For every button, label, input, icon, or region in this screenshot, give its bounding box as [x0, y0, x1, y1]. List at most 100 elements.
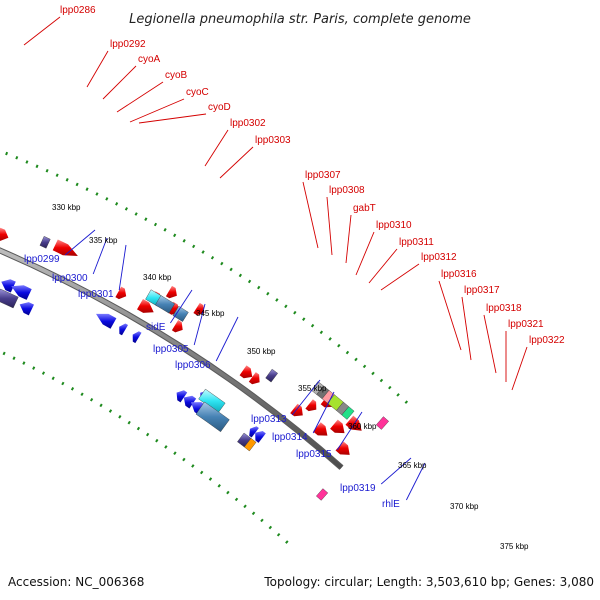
forward-gene-label: lpp0302: [230, 118, 266, 129]
label-leader-line: [355, 231, 375, 276]
forward-gene-arrow: [0, 227, 9, 241]
label-leader-line: [118, 244, 127, 291]
forward-gene-label: cyoD: [208, 102, 231, 113]
accession-text: Accession: NC_006368: [8, 575, 144, 589]
forward-gene-arrow: [165, 285, 177, 299]
scale-tick-label: 365 kbp: [398, 461, 427, 470]
label-leader-line: [438, 280, 462, 351]
reverse-gene-label: lpp0319: [340, 483, 376, 494]
forward-gene-arrow: [115, 286, 127, 300]
scale-tick-label: 355 kbp: [298, 384, 327, 393]
feature-block-magenta: [375, 416, 389, 430]
label-leader-line: [312, 391, 335, 434]
reverse-feature-block: [0, 288, 19, 309]
label-leader-line: [219, 146, 254, 179]
forward-gene-arrow: [52, 239, 78, 256]
tracks-layer: [0, 149, 413, 545]
label-leader-line: [405, 462, 426, 501]
scale-tick-label: 360 kbp: [348, 422, 377, 431]
label-leader-line: [215, 316, 239, 362]
gabT-steel-block: [155, 295, 175, 314]
forward-gene-label: cyoA: [138, 54, 161, 65]
forward-gene-label: gabT: [353, 203, 376, 214]
forward-gene-label: lpp0316: [441, 269, 477, 280]
reverse-gene-arrow: [1, 279, 16, 293]
scale-tick-label: 375 kbp: [500, 542, 529, 551]
label-leader-line: [92, 237, 108, 275]
label-leader-line: [326, 196, 333, 256]
topology-text: Topology: circular; Length: 3,503,610 bp…: [263, 575, 594, 589]
forward-gene-arrow: [330, 419, 345, 434]
reverse-gene-arrow: [255, 431, 266, 443]
label-leader-line: [23, 16, 61, 46]
forward-gene-label: lpp0312: [421, 252, 457, 263]
reverse-gene-arrow: [249, 426, 259, 438]
label-leader-line: [204, 129, 229, 167]
gene-labels-layer: lpp0286lpp0292cyoAcyoBcyoCcyoDlpp0302lpp…: [24, 5, 565, 510]
scale-tick-label: 345 kbp: [196, 309, 225, 318]
feature-block-teal: [341, 406, 355, 420]
forward-gene-label: lpp0303: [255, 135, 291, 146]
label-leader-line: [511, 346, 528, 391]
reverse-gene-label: lpp0314: [272, 432, 308, 443]
forward-gene-arrow: [193, 302, 205, 316]
reverse-gene-arrow: [132, 331, 142, 344]
reverse-gene-arrow: [119, 323, 128, 336]
label-leader-line: [345, 214, 352, 264]
label-leader-line: [129, 98, 185, 123]
label-leader-line: [380, 457, 412, 485]
reverse-steel-block: [195, 401, 230, 433]
feature-block: [265, 368, 278, 383]
reverse-gene-arrow: [19, 302, 34, 316]
label-leader-line: [291, 379, 321, 416]
feature-block: [172, 305, 189, 322]
forward-gene-label: cyoC: [186, 87, 209, 98]
genome-backbone: [0, 248, 343, 470]
reverse-gene-arrow: [96, 313, 117, 329]
reverse-feature-block-magenta: [316, 488, 329, 501]
label-leaders-layer: [23, 16, 528, 501]
forward-gene-label: lpp0308: [329, 185, 365, 196]
label-leader-line: [483, 314, 497, 374]
label-leader-line: [138, 113, 207, 124]
genome-backbone-shadow: [0, 247, 344, 470]
label-leader-line: [368, 248, 398, 284]
reverse-gene-arrow: [176, 390, 188, 403]
reverse-gene-label: sidE: [146, 322, 166, 333]
reverse-gene-label: lpp0300: [52, 273, 88, 284]
forward-gene-label: lpp0317: [464, 285, 500, 296]
scale-tick-label: 340 kbp: [143, 273, 172, 282]
scale-tick-label: 330 kbp: [52, 203, 81, 212]
label-leader-line: [302, 181, 319, 249]
reverse-feature-block-orange: [244, 438, 257, 452]
reverse-gene-label: lpp0315: [296, 449, 332, 460]
label-leader-line: [380, 263, 420, 291]
forward-gene-arrow: [313, 422, 328, 436]
label-leader-line: [461, 296, 472, 361]
label-leader-line: [336, 411, 363, 451]
map-title: Legionella pneumophila str. Paris, compl…: [129, 12, 471, 27]
forward-gene-arrow: [137, 299, 154, 313]
forward-gene-label: lpp0310: [376, 220, 412, 231]
forward-gene-label: lpp0307: [305, 170, 341, 181]
label-leader-line: [116, 81, 164, 113]
reverse-gene-label: lpp0313: [251, 414, 287, 425]
forward-gene-label: lpp0292: [110, 39, 146, 50]
reverse-gene-arrow: [11, 285, 32, 300]
reverse-gene-arrow: [183, 395, 197, 409]
reverse-gene-label: rhlE: [382, 499, 400, 510]
forward-gene-arrow: [305, 399, 317, 412]
reverse-gene-label: lpp0301: [78, 289, 114, 300]
forward-gene-label: lpp0311: [399, 237, 434, 248]
scale-tick-label: 335 kbp: [89, 236, 118, 245]
reverse-gene-label: lpp0299: [24, 254, 60, 265]
reverse-gene-label: lpp0306: [175, 360, 211, 371]
reverse-dotted-track: [0, 349, 290, 545]
forward-gene-label: lpp0286: [60, 5, 96, 16]
forward-gene-label: lpp0318: [486, 303, 522, 314]
forward-gene-arrow: [239, 365, 253, 379]
label-leader-line: [102, 65, 137, 100]
small-feature-block: [39, 236, 51, 249]
